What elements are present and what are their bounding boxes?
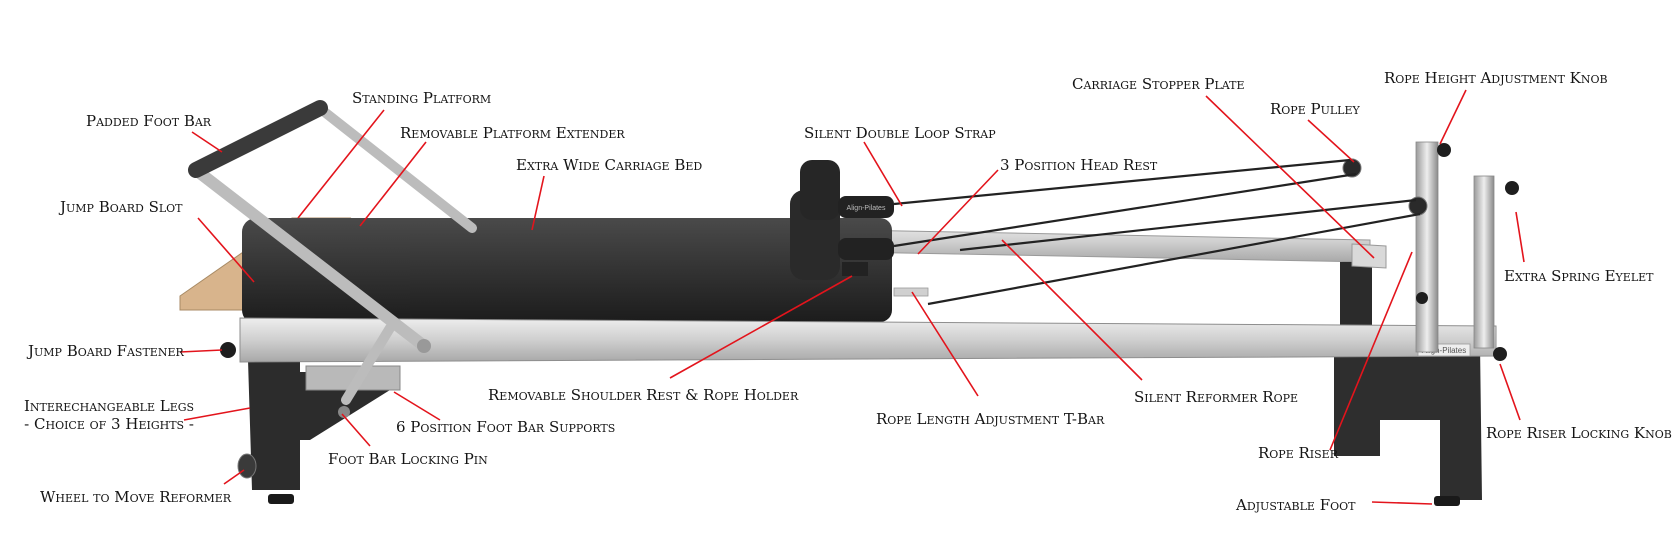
label-three-position-head-rest: 3 Position Head Rest	[1000, 156, 1158, 174]
leader-platform-extender	[359, 141, 427, 227]
leader-locking-pin	[341, 413, 371, 447]
leader-wheel	[223, 469, 245, 485]
label-jump-board-fastener: Jump Board Fastener	[28, 342, 184, 360]
label-silent-reformer-rope: Silent Reformer Rope	[1134, 388, 1299, 406]
wheel-shape	[237, 453, 257, 479]
tbar-shape	[893, 287, 929, 297]
jump-board-knob	[220, 342, 236, 358]
leader-tbar	[911, 291, 979, 397]
label-standing-platform: Standing Platform	[352, 89, 492, 107]
rope-lower-b	[927, 212, 1421, 306]
label-extra-wide-carriage-bed: Extra Wide Carriage Bed	[516, 156, 703, 174]
label-rope-riser-locking-knob: Rope Riser Locking Knob	[1486, 424, 1672, 442]
label-six-position-foot-bar-supports: 6 Position Foot Bar Supports	[396, 418, 616, 436]
label-jump-board-slot: Jump Board Slot	[60, 198, 183, 216]
label-rope-height-adjustment-knob: Rope Height Adjustment Knob	[1384, 69, 1608, 87]
leader-head-rest	[917, 169, 999, 255]
rope-riser-far	[1473, 175, 1495, 349]
leader-riser-locking-knob	[1499, 363, 1521, 421]
label-extra-spring-eyelet: Extra Spring Eyelet	[1504, 267, 1654, 285]
leader-spring-eyelet	[1515, 211, 1525, 263]
label-wheel-to-move-reformer: Wheel to Move Reformer	[40, 488, 232, 506]
rear-knob-shape	[1416, 292, 1428, 304]
leader-padded-foot-bar	[191, 131, 223, 153]
label-adjustable-foot: Adjustable Foot	[1236, 496, 1356, 514]
label-carriage-stopper-plate: Carriage Stopper Plate	[1072, 75, 1245, 93]
leader-jump-board-slot	[197, 217, 255, 283]
label-interchangeable-legs-line2: - Choice of 3 Heights -	[24, 415, 194, 433]
label-foot-bar-locking-pin: Foot Bar Locking Pin	[328, 450, 488, 468]
foot-bar-pad	[188, 100, 328, 178]
leader-standing-platform	[297, 109, 385, 219]
rope-riser-near	[1415, 141, 1439, 353]
leader-foot-bar-supports	[393, 391, 441, 421]
rear-leg-near	[1334, 344, 1482, 500]
foot-bar-arm-near	[190, 164, 430, 352]
front-foot-shape	[268, 494, 294, 504]
pulley-near	[1342, 158, 1362, 178]
strap-brand-text: Align-Pilates	[847, 205, 886, 212]
shoulder-rest-far	[800, 160, 840, 220]
label-interchangeable-legs: Interechangeable Legs - Choice of 3 Heig…	[24, 397, 194, 433]
foot-bar-arm-far	[317, 105, 477, 233]
near-rail	[239, 317, 1497, 363]
rope-upper-a	[893, 158, 1351, 206]
leader-jump-board-fastener	[179, 349, 223, 353]
height-knob-far	[1505, 181, 1519, 195]
rope-upper-b	[893, 172, 1357, 248]
leader-adjustable-foot	[1371, 501, 1433, 505]
label-rope-riser: Rope Riser	[1258, 444, 1338, 462]
leader-rope-riser	[1329, 251, 1413, 451]
leader-stopper-plate	[1205, 95, 1375, 259]
label-removable-shoulder-rest: Removable Shoulder Rest & Rope Holder	[488, 386, 799, 404]
head-rest-shape	[842, 262, 868, 276]
leader-carriage-bed	[531, 175, 545, 231]
leader-reformer-rope	[1001, 239, 1143, 381]
label-rope-length-adjustment-tbar: Rope Length Adjustment T-Bar	[876, 410, 1105, 428]
foot-bar-diagonal	[341, 323, 395, 405]
leader-legs	[183, 407, 251, 421]
brand-plate-text: Align-Pilates	[1422, 346, 1466, 355]
strap-shape-upper	[838, 196, 894, 218]
label-rope-pulley: Rope Pulley	[1270, 100, 1360, 118]
leader-rope-pulley	[1307, 119, 1355, 163]
leader-height-knob	[1439, 89, 1467, 145]
leader-double-loop-strap	[863, 141, 903, 207]
adjustable-foot-shape	[1434, 496, 1460, 506]
label-silent-double-loop-strap: Silent Double Loop Strap	[804, 124, 996, 142]
rope-lower-a	[959, 198, 1417, 252]
label-removable-platform-extender: Removable Platform Extender	[400, 124, 625, 142]
leader-lines	[179, 89, 1525, 505]
label-interchangeable-legs-line1: Interechangeable Legs	[24, 397, 195, 415]
label-padded-foot-bar: Padded Foot Bar	[86, 112, 212, 130]
height-knob-near	[1437, 143, 1451, 157]
locking-pin-shape	[338, 406, 350, 418]
carriage-bed-shape	[410, 218, 892, 322]
riser-locking-knob-shape	[1493, 347, 1507, 361]
leader-shoulder-rest	[669, 275, 853, 379]
stopper-plate-shape	[1351, 243, 1387, 269]
strap-shape-lower	[838, 238, 894, 260]
foot-bar-pivot	[417, 339, 431, 353]
